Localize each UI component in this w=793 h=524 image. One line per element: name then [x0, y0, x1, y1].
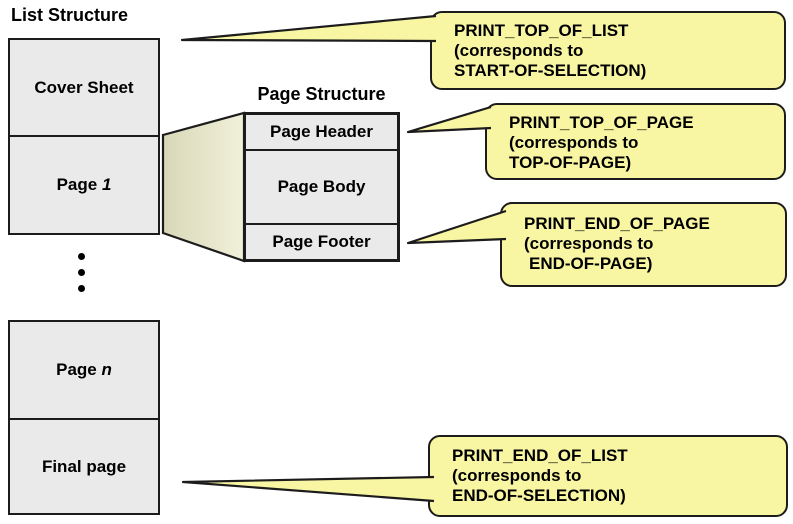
page-1-cell: Page 1 [10, 137, 158, 233]
callout-line: (corresponds to [454, 41, 584, 60]
callout-line: (corresponds to [509, 133, 639, 152]
page-body-cell: Page Body [246, 151, 397, 225]
callout-line: PRINT_TOP_OF_LIST [454, 21, 629, 40]
page-header-label: Page Header [270, 122, 373, 141]
page-header-cell: Page Header [246, 115, 397, 151]
page-n-cell: Page n [10, 322, 158, 420]
callout-line: START-OF-SELECTION) [454, 61, 647, 80]
cover-sheet-cell: Cover Sheet [10, 40, 158, 137]
page-n-label: Page n [56, 360, 112, 379]
list-structure-box-bottom: Page n Final page [8, 320, 160, 515]
ellipsis-dot [78, 253, 85, 260]
tail-print-end-of-page [406, 209, 507, 245]
page-1-label: Page 1 [56, 175, 112, 194]
list-structure-box-top: Cover Sheet Page 1 [8, 38, 160, 235]
callout-print-end-of-list: PRINT_END_OF_LIST (corresponds to END-OF… [428, 435, 788, 517]
final-page-label: Final page [41, 456, 127, 476]
list-structure-title: List Structure [11, 5, 129, 25]
ellipsis-dot [78, 269, 85, 276]
callout-line: TOP-OF-PAGE) [509, 153, 632, 172]
page-footer-label: Page Footer [272, 232, 371, 251]
tail-print-top-of-list [180, 14, 437, 43]
callout-line: (corresponds to [452, 466, 582, 485]
callout-print-top-of-page: PRINT_TOP_OF_PAGE (corresponds to TOP-OF… [485, 103, 786, 180]
page-structure-box: Page Header Page Body Page Footer [243, 112, 400, 262]
page-footer-cell: Page Footer [246, 225, 397, 259]
vertical-ellipsis [78, 253, 85, 292]
ellipsis-dot [78, 285, 85, 292]
callout-line: END-OF-SELECTION) [452, 486, 626, 505]
callout-line: PRINT_END_OF_LIST [452, 446, 628, 465]
final-page-cell: Final page [10, 420, 158, 513]
callout-line: PRINT_END_OF_PAGE [524, 214, 710, 233]
zoom-trapezoid [161, 111, 246, 263]
callout-print-end-of-page: PRINT_END_OF_PAGE (corresponds to END-OF… [500, 202, 787, 287]
callout-line: (corresponds to [524, 234, 654, 253]
callout-line: END-OF-PAGE) [529, 254, 653, 273]
page-body-label: Page Body [277, 177, 366, 196]
tail-print-top-of-page [406, 105, 492, 134]
tail-print-end-of-list [181, 475, 435, 503]
callout-print-top-of-list: PRINT_TOP_OF_LIST (corresponds to START-… [430, 11, 786, 90]
cover-sheet-label: Cover Sheet [34, 77, 134, 97]
page-structure-title: Page Structure [257, 84, 386, 104]
callout-line: PRINT_TOP_OF_PAGE [509, 113, 694, 132]
